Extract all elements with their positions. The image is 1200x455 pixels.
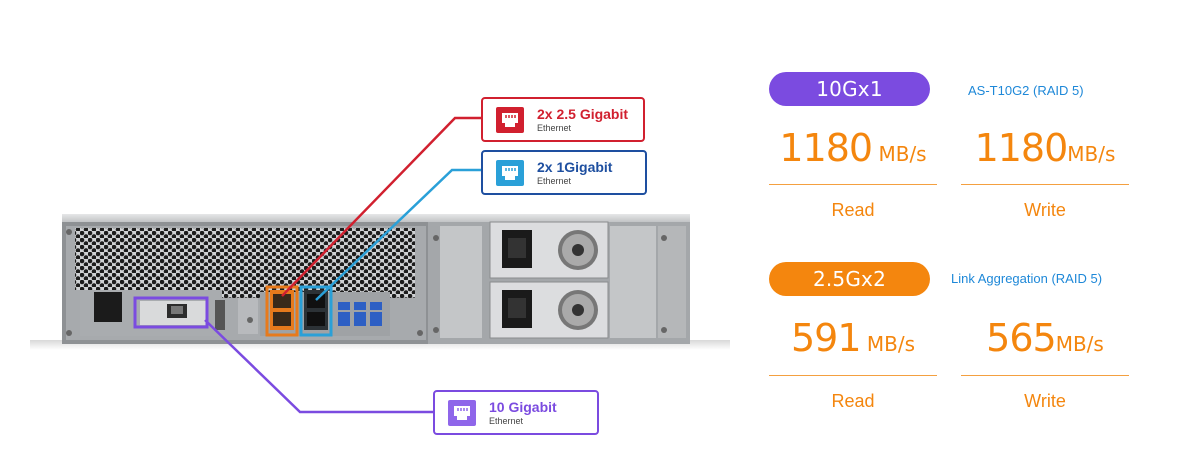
write-label: Write [1024, 391, 1066, 411]
callout-1-gigabit: 2x 1Gigabit Ethernet [481, 150, 647, 195]
read-label: Read [831, 200, 875, 220]
callout-title: 2x 2.5 Gigabit [537, 105, 629, 122]
read-speed: 1180 MB/s [779, 126, 927, 170]
config-label: AS-T10G2 (RAID 5) [968, 83, 1084, 98]
nas-device-rear-view [30, 116, 730, 414]
callout-10-gigabit: 10 Gigabit Ethernet [433, 390, 599, 435]
ethernet-port-icon [448, 399, 476, 426]
divider [769, 184, 937, 185]
callout-subtitle: Ethernet [489, 415, 524, 426]
power-supply-2 [489, 281, 609, 339]
10g-leader-line [204, 319, 434, 414]
power-supply-1 [489, 221, 609, 279]
fan-grille [75, 228, 415, 290]
callout-title: 10 Gigabit [489, 398, 557, 415]
ethernet-port-icon [496, 106, 524, 133]
2.5g-highlight [265, 285, 299, 337]
2.5g-leader-line [281, 116, 482, 297]
callout-2.5-gigabit: 2x 2.5 Gigabit Ethernet [481, 97, 645, 142]
pill-2.5gx2: 2.5Gx2 [769, 262, 930, 296]
10g-highlight [133, 296, 209, 329]
usb-ports [338, 312, 350, 326]
divider [769, 375, 937, 376]
write-speed: 565MB/s [986, 316, 1104, 360]
config-label: Link Aggregation (RAID 5) [951, 271, 1103, 286]
1g-highlight [299, 285, 333, 337]
power-inlet [94, 292, 122, 322]
callout-title: 2x 1Gigabit [537, 158, 613, 175]
divider [961, 375, 1129, 376]
chassis-top [62, 214, 690, 224]
divider [961, 184, 1129, 185]
read-label: Read [831, 391, 875, 411]
write-speed: 1180MB/s [974, 126, 1116, 170]
pill-10gx1: 10Gx1 [769, 72, 930, 106]
callout-subtitle: Ethernet [537, 175, 572, 186]
write-label: Write [1024, 200, 1066, 220]
ethernet-port-icon [496, 159, 524, 186]
callout-subtitle: Ethernet [537, 122, 572, 133]
1g-leader-line [315, 168, 482, 301]
read-speed: 591 MB/s [790, 316, 916, 360]
